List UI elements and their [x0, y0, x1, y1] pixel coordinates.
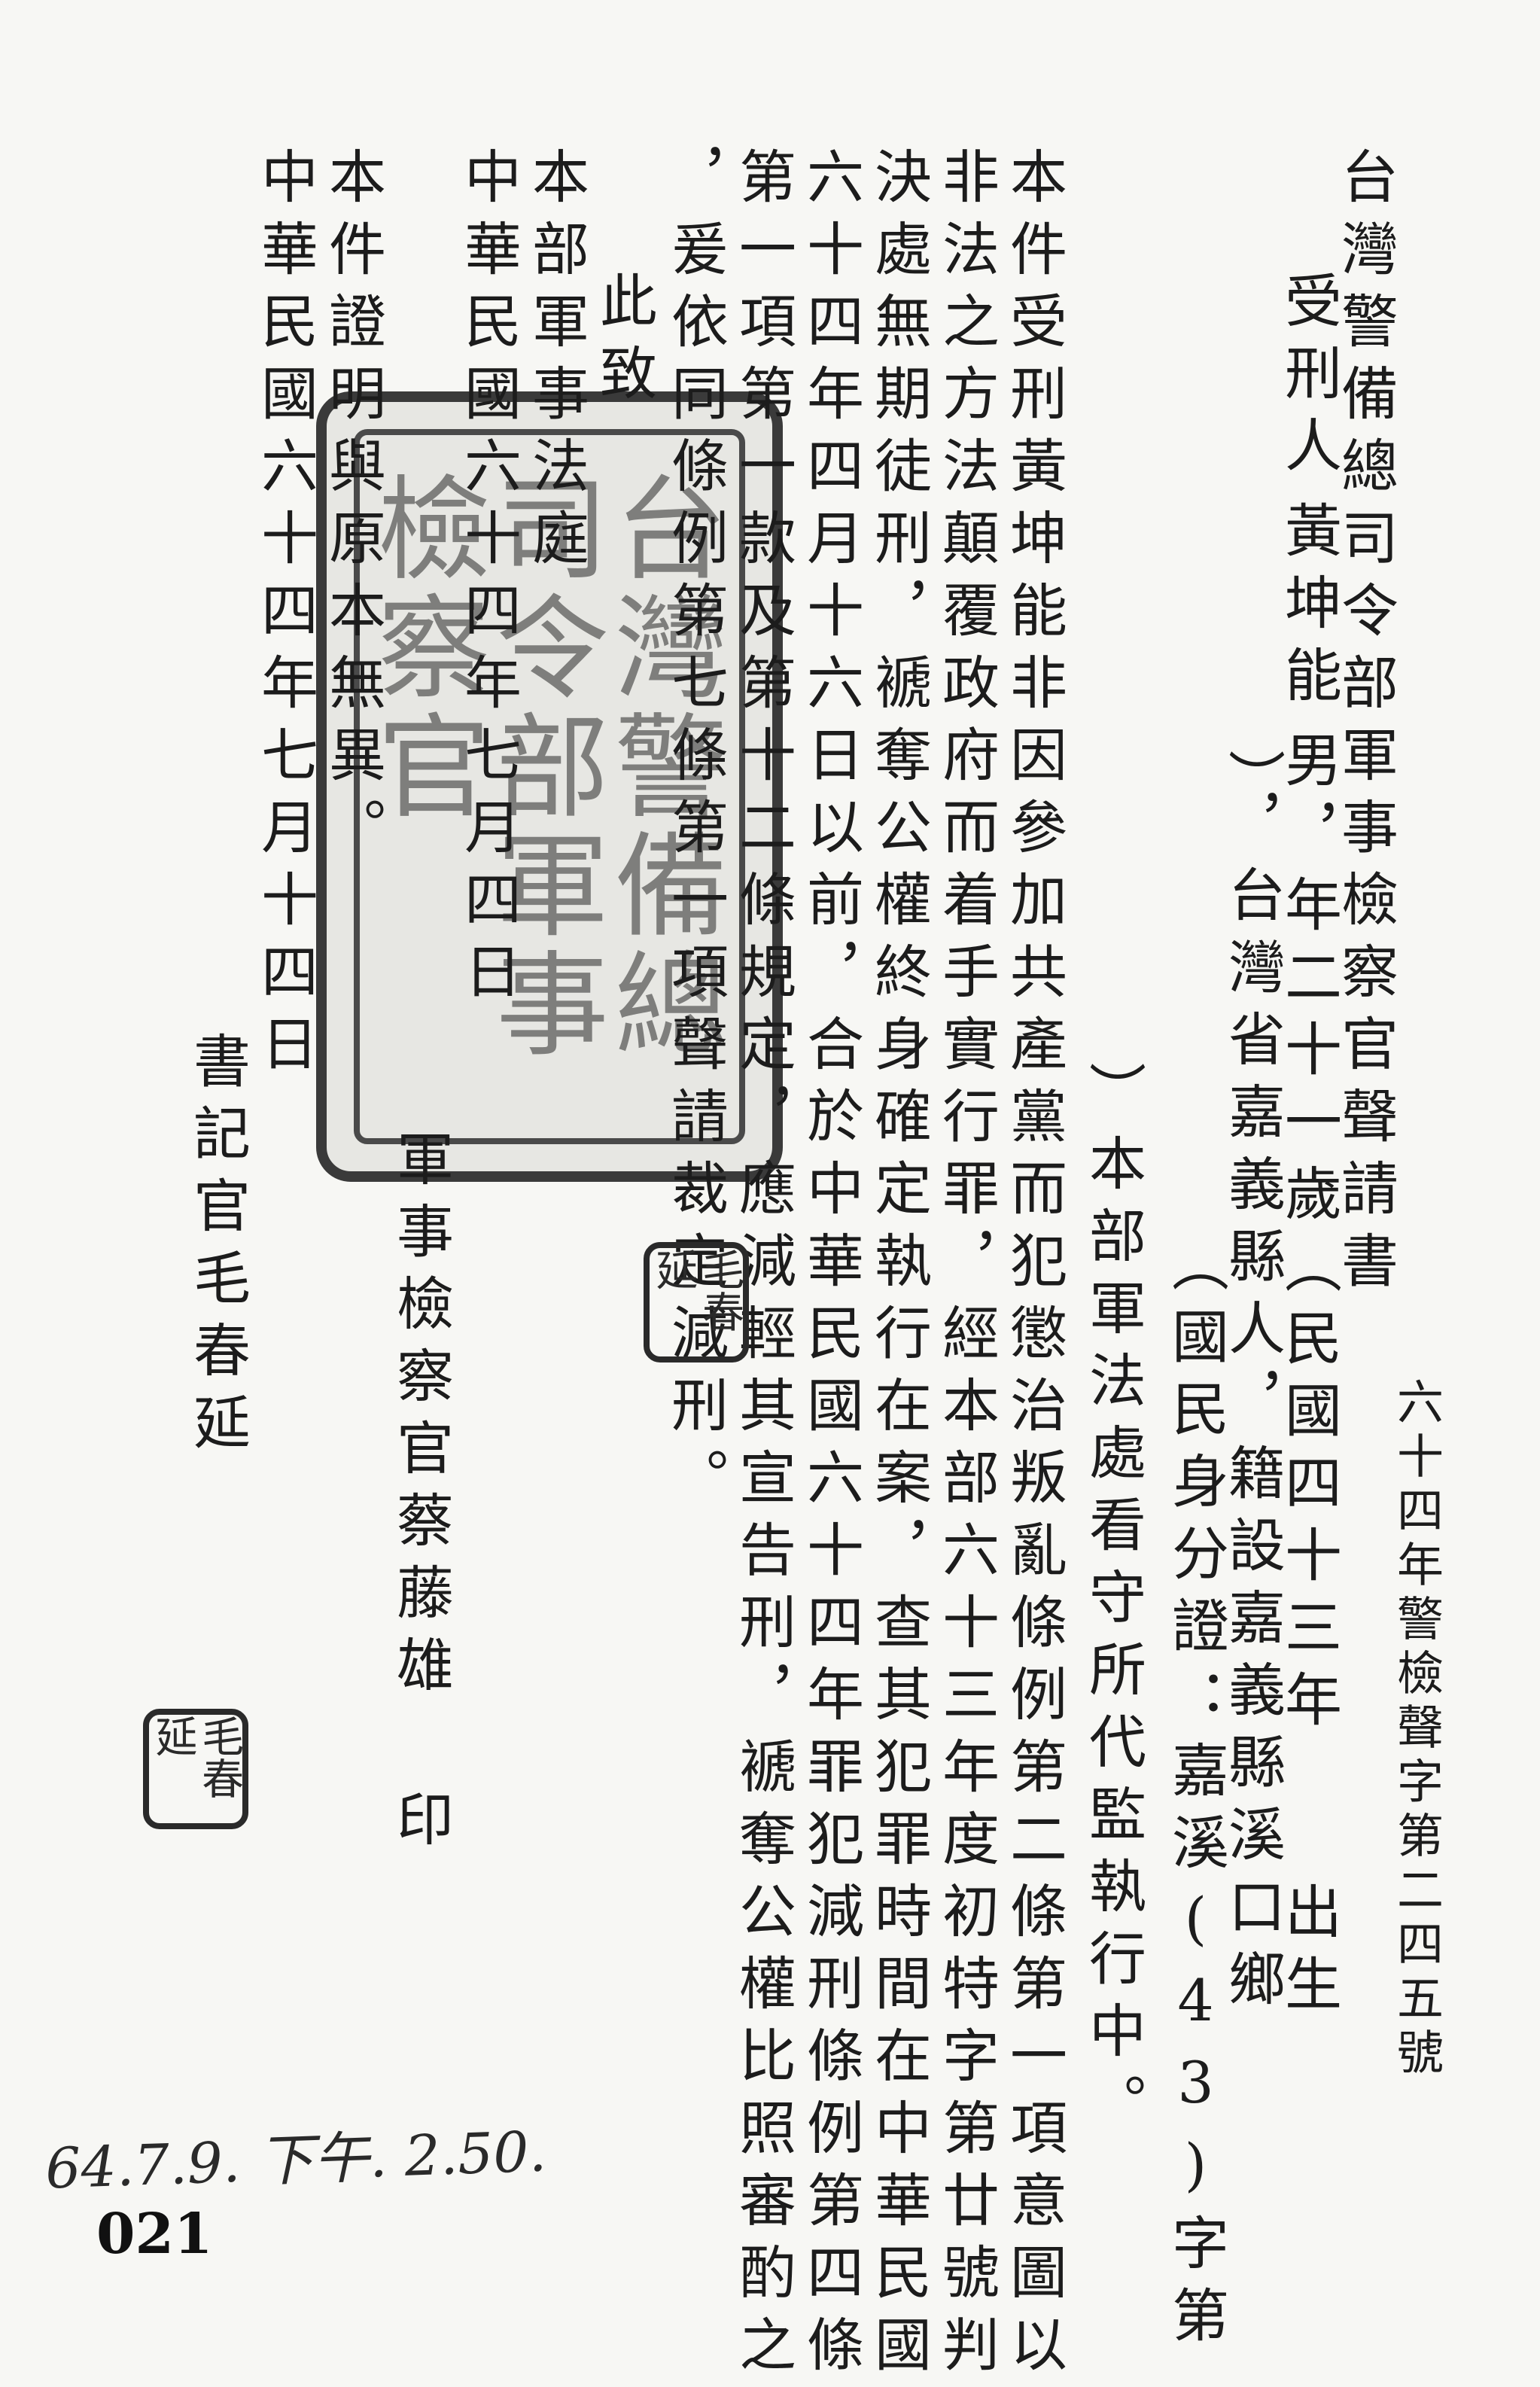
addressee-org: 本部軍事法庭 — [522, 147, 589, 580]
seal-inner-border — [354, 429, 745, 1144]
date-line: 中華民國六十四年七月四日 — [455, 147, 522, 1014]
certify-line: 本件證明與原本無異。 — [319, 147, 386, 869]
document-page: 台灣警備總司令部軍事檢察官 六十四年警檢聲字第二四五號 台灣警備總司令部軍事檢察… — [44, 147, 1444, 2387]
body-line-5: 第一項第一款及第十二條規定，應減輕其宣告刑，褫奪公權比照審酌之 — [729, 147, 796, 2387]
seal-text: 台灣警備總司令部軍事檢察官 — [358, 470, 726, 1064]
birthplace: ），台灣省嘉義縣人，籍設嘉義縣溪口鄉 — [1219, 749, 1286, 2021]
official-seal: 台灣警備總司令部軍事檢察官 — [316, 391, 783, 1182]
addressee-prefix: 此致 — [590, 271, 657, 416]
clerk-stamp-2: 毛春延 — [143, 1709, 248, 1829]
body-line-1: 本件受刑黃坤能非因參加共產黨而犯懲治叛亂條例第二條第一項意圖以 — [1000, 147, 1067, 2387]
body-line-4: 六十四年四月十六日以前，合於中華民國六十四年罪犯減刑條例第四條 — [797, 147, 864, 2387]
final-date: 中華民國六十四年七月十四日 — [251, 147, 318, 1086]
body-line-3: 決處無期徒刑，褫奪公權終身確定執行在案，查其犯罪時間在中華民國 — [865, 147, 932, 2387]
doc-title: 台灣警備總司令部軍事檢察官聲請書 — [1332, 147, 1398, 1303]
doc-number: 六十四年警檢聲字第二四五號 — [1389, 1378, 1444, 2082]
person-name: 黃坤能 — [1275, 501, 1342, 717]
clerk-stamp-1: 毛春延 — [644, 1242, 749, 1362]
birth-label: 出生 — [1275, 1882, 1342, 2026]
body-line-2: 非法之方法顛覆政府而着手實行罪，經本部六十三年度初特字第廿號判 — [933, 147, 1000, 2387]
body-line-6: ，爰依同條例第七條第一項聲請裁定減刑。 — [662, 147, 729, 1520]
person-label: 受刑人 — [1275, 271, 1342, 488]
prosecutor: 軍事檢察官蔡藤雄 印 — [387, 1129, 454, 1862]
page-number: 021 — [96, 2202, 213, 2267]
custody: ）本部軍法處看守所代監執行中。 — [1079, 1061, 1146, 2145]
person-details: 男，年二十一歲（民國四十三年 — [1275, 730, 1342, 1742]
clerk: 書記官毛春延 — [184, 1031, 251, 1465]
id-card: （國民身分證：嘉溪(43)字第 — [1162, 1235, 1229, 2358]
handwritten-note: 64.7.9. 下午. 2.50. — [44, 2119, 548, 2202]
